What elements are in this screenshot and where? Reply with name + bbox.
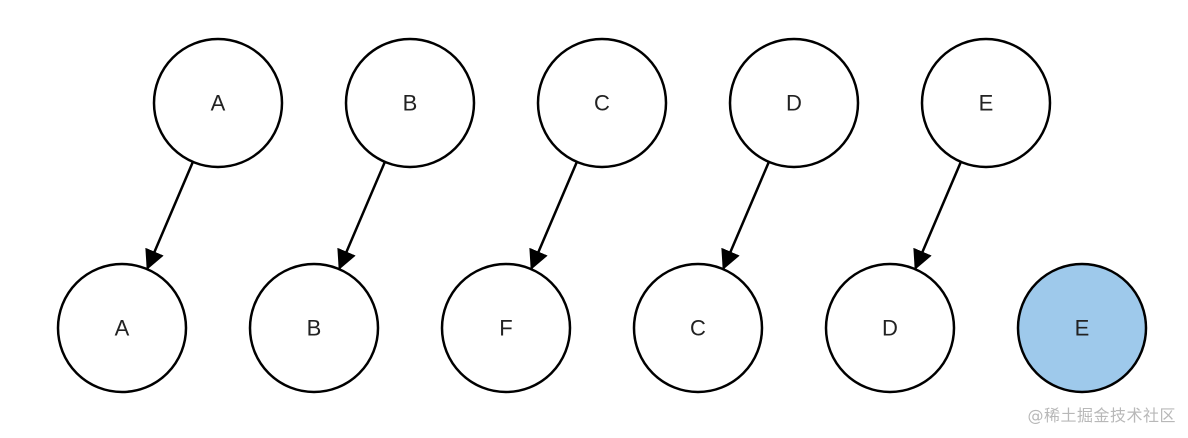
node-circle xyxy=(248,262,380,394)
node-label: A xyxy=(211,91,226,116)
node-label: E xyxy=(979,91,994,116)
node-bottom-1: B xyxy=(248,262,380,394)
edge-arrow-4 xyxy=(913,161,963,271)
node-circle xyxy=(344,37,476,169)
node-label: C xyxy=(690,316,706,341)
edge-arrow-0 xyxy=(145,161,195,271)
node-top-0: A xyxy=(152,37,284,169)
watermark: @稀土掘金技术社区 xyxy=(1027,406,1176,425)
node-label: D xyxy=(786,91,802,116)
node-bottom-5: E xyxy=(1016,262,1148,394)
node-top-4: E xyxy=(920,37,1052,169)
node-bottom-0: A xyxy=(56,262,188,394)
node-label: B xyxy=(307,316,322,341)
node-bottom-3: C xyxy=(632,262,764,394)
node-circle xyxy=(632,262,764,394)
node-label: B xyxy=(403,91,418,116)
node-bottom-2: F xyxy=(440,262,572,394)
node-circle xyxy=(56,262,188,394)
node-bottom-4: D xyxy=(824,262,956,394)
node-top-3: D xyxy=(728,37,860,169)
node-label: F xyxy=(499,316,512,341)
node-circle xyxy=(1016,262,1148,394)
node-circle xyxy=(728,37,860,169)
node-circle xyxy=(536,37,668,169)
nodes-layer: A B C D E A B F C D E xyxy=(56,37,1148,394)
node-circle xyxy=(824,262,956,394)
node-label: C xyxy=(594,91,610,116)
node-label: E xyxy=(1075,316,1090,341)
edges-layer xyxy=(145,161,963,271)
edge-arrow-1 xyxy=(337,161,387,271)
node-circle xyxy=(440,262,572,394)
edge-arrow-2 xyxy=(529,161,579,271)
edge-arrow-3 xyxy=(721,161,771,271)
node-label: D xyxy=(882,316,898,341)
node-top-2: C xyxy=(536,37,668,169)
node-label: A xyxy=(115,316,130,341)
node-circle xyxy=(920,37,1052,169)
node-circle xyxy=(152,37,284,169)
node-top-1: B xyxy=(344,37,476,169)
